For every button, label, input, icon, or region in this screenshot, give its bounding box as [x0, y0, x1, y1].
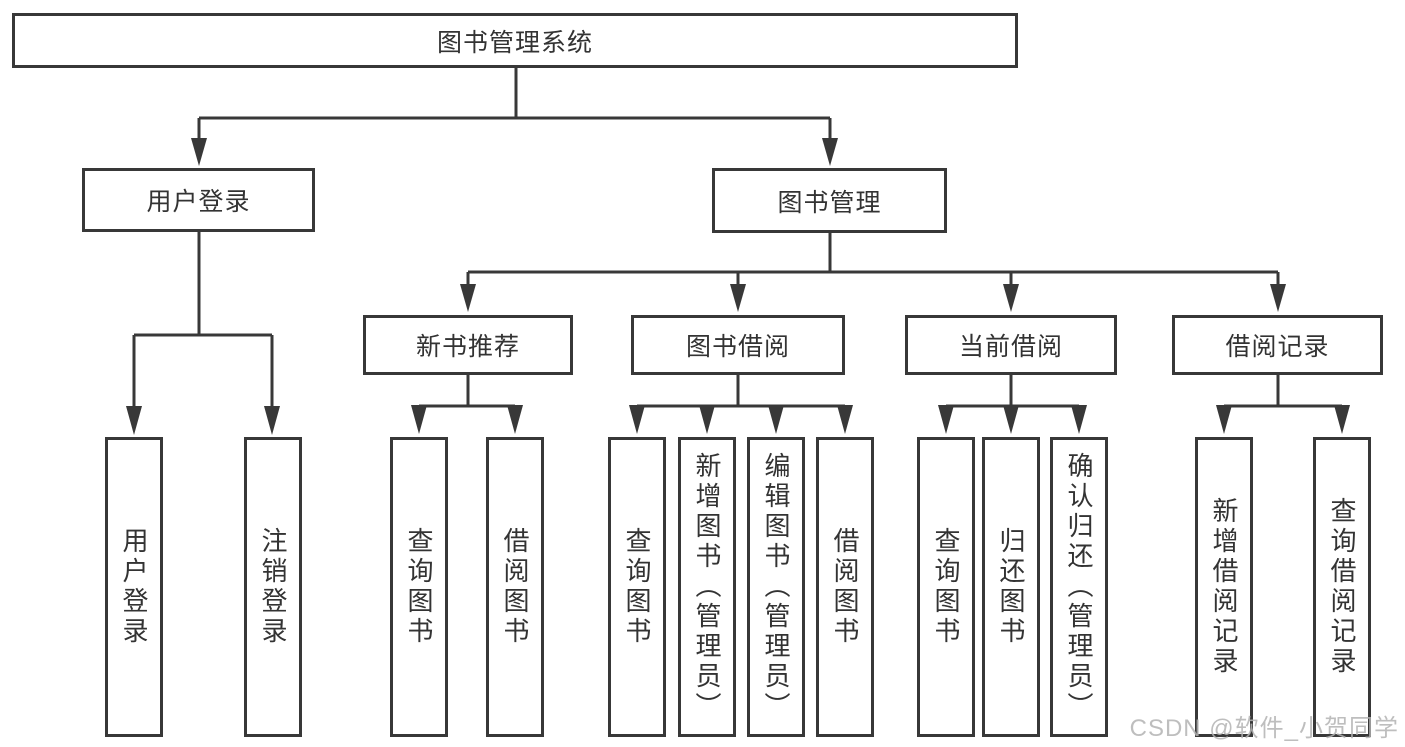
arrowheads	[126, 138, 1350, 435]
leaf-label: 注销登录	[258, 527, 288, 647]
node-user-login: 用户登录	[82, 168, 315, 232]
node-book-borrowing: 图书借阅	[631, 315, 845, 375]
leaf-label: 新增图书（管理员）	[692, 452, 722, 722]
node-library-system: 图书管理系统	[12, 13, 1018, 68]
leaf-current-confirm-return-admin: 确认归还（管理员）	[1050, 437, 1108, 737]
leaf-borrowing-add-books-admin: 新增图书（管理员）	[678, 437, 736, 737]
leaf-current-return-books: 归还图书	[982, 437, 1040, 737]
leaf-label: 用户登录	[119, 527, 149, 647]
leaf-label: 确认归还（管理员）	[1064, 452, 1094, 722]
leaf-newbook-borrow-books: 借阅图书	[486, 437, 544, 737]
node-book-management: 图书管理	[712, 168, 947, 233]
csdn-watermark: CSDN @软件_小贺同学	[1129, 715, 1399, 742]
leaf-records-query-record: 查询借阅记录	[1313, 437, 1371, 737]
leaf-label: 查询图书	[404, 527, 434, 647]
leaf-label: 新增借阅记录	[1209, 497, 1239, 677]
leaf-current-query-books: 查询图书	[917, 437, 975, 737]
leaf-label: 借阅图书	[830, 527, 860, 647]
leaf-label: 借阅图书	[500, 527, 530, 647]
leaf-user-login: 用户登录	[105, 437, 163, 737]
node-borrowing-records: 借阅记录	[1172, 315, 1383, 375]
leaf-newbook-query-books: 查询图书	[390, 437, 448, 737]
leaf-label: 查询图书	[622, 527, 652, 647]
leaf-borrowing-query-books: 查询图书	[608, 437, 666, 737]
leaf-label: 查询图书	[931, 527, 961, 647]
leaf-label: 编辑图书（管理员）	[761, 452, 791, 722]
leaf-records-add-record: 新增借阅记录	[1195, 437, 1253, 737]
leaf-borrowing-borrow-books: 借阅图书	[816, 437, 874, 737]
leaf-logout: 注销登录	[244, 437, 302, 737]
node-new-book-recommend: 新书推荐	[363, 315, 573, 375]
leaf-label: 归还图书	[996, 527, 1026, 647]
leaf-borrowing-edit-books-admin: 编辑图书（管理员）	[747, 437, 805, 737]
node-current-borrowing: 当前借阅	[905, 315, 1117, 375]
leaf-label: 查询借阅记录	[1327, 497, 1357, 677]
